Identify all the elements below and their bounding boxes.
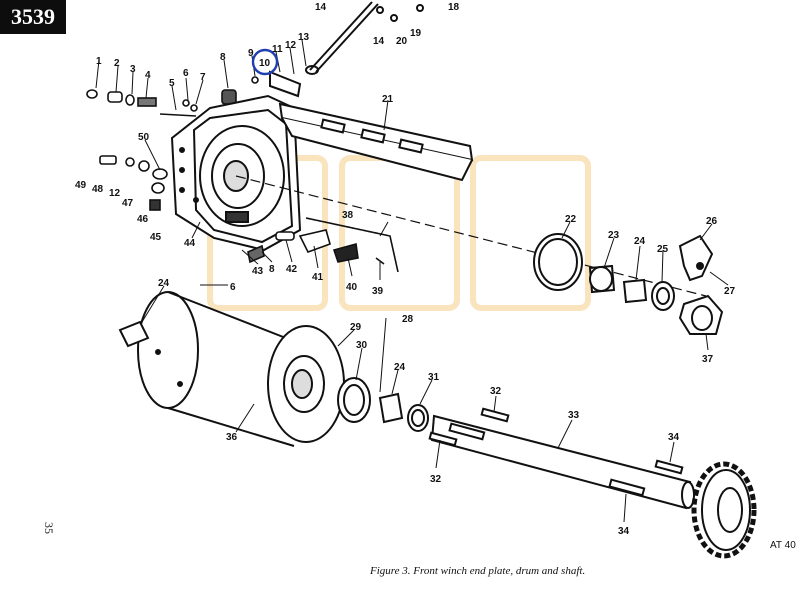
callout: 1 <box>96 56 102 67</box>
callout: 24 <box>158 278 170 289</box>
callout: 24 <box>394 362 406 373</box>
callout: 10 <box>259 58 271 69</box>
callout: 28 <box>402 314 414 325</box>
callout: 14 <box>373 36 385 47</box>
callout: 23 <box>608 230 620 241</box>
callout: 46 <box>137 214 149 225</box>
leader-lines <box>95 39 729 523</box>
page-number: 35 <box>42 522 56 534</box>
drum-bearings <box>337 377 429 432</box>
callout: 9 <box>248 48 254 59</box>
callout-labels: 1 2 3 4 5 6 7 8 9 10 11 12 13 14 14 18 1… <box>75 2 736 537</box>
callout: 39 <box>372 286 384 297</box>
callout: 8 <box>220 52 226 63</box>
callout: 38 <box>342 210 354 221</box>
callout: 2 <box>114 58 120 69</box>
callout: 32 <box>490 386 502 397</box>
callout: 4 <box>145 70 151 81</box>
callout: 42 <box>286 264 298 275</box>
callout: 25 <box>657 244 669 255</box>
callout: 43 <box>252 266 264 277</box>
small-hardware-left <box>99 155 168 211</box>
callout: 22 <box>565 214 577 225</box>
callout: 19 <box>410 28 422 39</box>
shaft-end-parts <box>533 233 724 335</box>
callout: 45 <box>150 232 162 243</box>
callout: 13 <box>298 32 310 43</box>
callout: 26 <box>706 216 718 227</box>
callout: 41 <box>312 272 324 283</box>
drawing-reference: AT 40 <box>770 540 796 551</box>
highlight-ring <box>251 48 279 76</box>
shaft-centerline <box>235 175 707 297</box>
callout: 8 <box>269 264 275 275</box>
callout: 27 <box>724 286 736 297</box>
callout: 37 <box>702 354 714 365</box>
callout: 3 <box>130 64 136 75</box>
callout: 12 <box>109 188 121 199</box>
bracket-parts <box>247 217 399 273</box>
end-plate-housing <box>170 94 302 252</box>
drive-gear <box>691 461 757 559</box>
callout: 21 <box>382 94 394 105</box>
callout: 30 <box>356 340 368 351</box>
callout: 11 <box>272 44 283 55</box>
callout: 32 <box>430 474 442 485</box>
callout: 18 <box>448 2 460 13</box>
callout: 31 <box>428 372 440 383</box>
callout: 7 <box>200 72 206 83</box>
figure-caption: Figure 3. Front winch end plate, drum an… <box>370 565 586 577</box>
callout: 36 <box>226 432 238 443</box>
drum-shaft <box>428 407 695 510</box>
page-badge: 3539 <box>0 0 66 34</box>
callout: 29 <box>350 322 362 333</box>
callout: 47 <box>122 198 134 209</box>
frame-rail <box>269 70 474 182</box>
callout: 49 <box>75 180 87 191</box>
callout: 20 <box>396 36 408 47</box>
callout: 6 <box>230 282 236 293</box>
callout: 40 <box>346 282 358 293</box>
callout: 50 <box>138 132 150 143</box>
control-rod <box>305 1 424 75</box>
callout: 24 <box>634 236 646 247</box>
callout: 34 <box>668 432 680 443</box>
callout: 5 <box>169 78 175 89</box>
callout: 34 <box>618 526 630 537</box>
callout: 14 <box>315 2 327 13</box>
callout: 48 <box>92 184 104 195</box>
callout: 44 <box>184 238 196 249</box>
callout: 6 <box>183 68 189 79</box>
callout: 12 <box>285 40 297 51</box>
winch-drum <box>118 291 345 447</box>
callout: 33 <box>568 410 580 421</box>
